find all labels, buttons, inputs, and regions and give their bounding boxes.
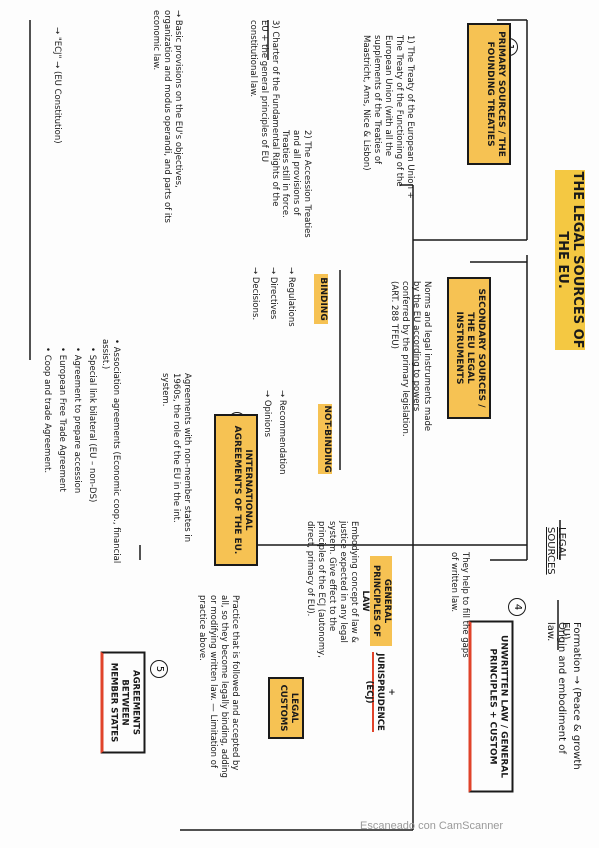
legal-customs-label: LEGAL CUSTOMS bbox=[268, 677, 304, 739]
international-item-5: • Coop and trade Agreement. bbox=[42, 347, 52, 474]
non-binding-item-recommendation: → Recommendation bbox=[277, 390, 287, 475]
unwritten-heading: UNWRITTEN LAW / GENERAL PRINCIPLES + CUS… bbox=[468, 620, 514, 793]
page-title: THE LEGAL SOURCES OF THE EU. bbox=[555, 170, 585, 350]
general-principles-description: Embodying concept of law & justice expec… bbox=[305, 521, 359, 658]
international-heading: INTERNATIONAL AGREEMENTS OF THE EU. bbox=[214, 414, 258, 566]
agreements-heading: AGREEMENTS BETWEEN MEMBER STATES bbox=[100, 651, 146, 754]
international-item-4: • European Free Trade Agreement bbox=[57, 347, 67, 492]
general-principles-label: GENERAL PRINCIPLES OF LAW bbox=[360, 556, 392, 646]
international-item-1: • Association agreements (Economic coop.… bbox=[100, 339, 121, 564]
binding-item-directives: → Directives bbox=[268, 267, 278, 320]
international-item-3: • Agreement to prepare accession bbox=[72, 347, 82, 494]
legal-sources-label: LEGAL SOURCES bbox=[545, 527, 567, 575]
legal-sources-item-1: Formation → (Peace & growth EU) bbox=[560, 622, 582, 770]
scanner-watermark: Escaneado con CamScanner bbox=[360, 820, 504, 832]
binding-label: BINDING bbox=[314, 274, 328, 324]
binding-item-decisions: → Decisions. bbox=[250, 267, 260, 321]
section-number-4: 4 bbox=[508, 598, 526, 616]
binding-item-regulations: → Regulations bbox=[286, 267, 296, 327]
primary-point-1: 1) The Treaty of the European Union + Th… bbox=[361, 35, 415, 199]
unwritten-description: They help to fill the gaps of written la… bbox=[449, 552, 470, 658]
international-item-2: • Special link bilateral (EU – non-DS) bbox=[87, 347, 97, 503]
primary-point-3: 3) Charter of the Fundamental Rights of … bbox=[248, 20, 280, 207]
jurisprudence-label: + JURISPRUDENCE (ECJ) bbox=[364, 652, 396, 732]
secondary-description: Norms and legal instruments made by the … bbox=[389, 281, 432, 437]
international-description: Agreements with non-member states in 196… bbox=[160, 373, 192, 543]
primary-arrow-2: → "ECJ" → (EU Constitution) bbox=[52, 27, 62, 144]
primary-heading: PRIMARY SOURCES / THE FOUNDING TREATIES bbox=[467, 23, 511, 165]
primary-arrow-1: → Basic provisions on the EU's objective… bbox=[151, 10, 183, 223]
legal-sources-item-2: Origin and embodiment of law. bbox=[545, 622, 567, 754]
legal-customs-description: Practice that is followed and accepted b… bbox=[197, 595, 240, 778]
secondary-heading: SECONDARY SOURCES / THE EU LEGAL INSTRUM… bbox=[447, 277, 491, 419]
not-binding-label: NOT-BINDING bbox=[318, 404, 332, 474]
section-number-5: 5 bbox=[150, 660, 168, 678]
non-binding-item-opinions: → Opinions bbox=[262, 390, 272, 438]
